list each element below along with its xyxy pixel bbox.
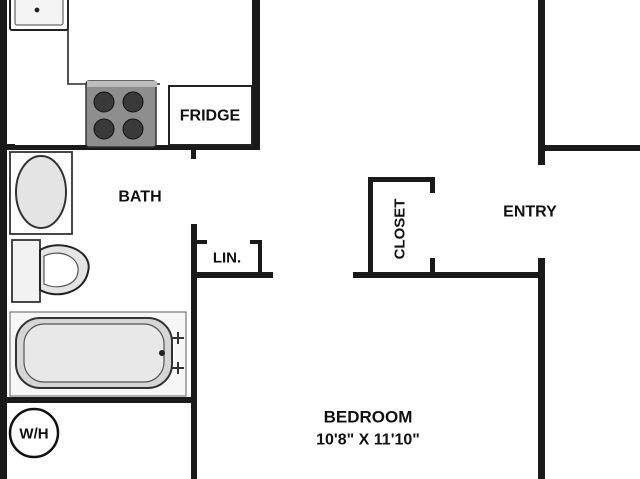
linen-closet <box>195 240 262 275</box>
water-heater: W/H <box>8 407 60 459</box>
bedroom-size-label: 10'8" X 11'10" <box>316 432 420 449</box>
coat-closet <box>368 177 435 275</box>
wall-bedroom-top-left <box>191 272 273 278</box>
wall-kitchen-right <box>252 0 260 147</box>
wall-bedroom-top-right <box>353 272 545 278</box>
linen-label: LIN. <box>213 250 241 267</box>
bath-vanity <box>9 151 73 235</box>
wall-door-stub-kitchen <box>191 145 196 159</box>
kitchen-counter-line <box>67 0 160 85</box>
wall-left-outer <box>0 0 7 479</box>
wall-bedroom-right <box>538 258 545 479</box>
wall-entry-right-upper <box>538 0 545 165</box>
fridge: FRIDGE <box>168 85 253 146</box>
kitchen-sink <box>9 0 69 31</box>
entry-label: ENTRY <box>503 204 557 221</box>
closet-label: CLOSET <box>392 199 409 260</box>
wall-entry-stub <box>538 145 640 151</box>
bathtub <box>9 311 187 397</box>
water-heater-label: W/H <box>19 426 48 443</box>
fridge-label: FRIDGE <box>180 108 241 125</box>
stove <box>85 80 157 148</box>
wall-bath-right-lower <box>191 224 197 479</box>
bedroom-label: BEDROOM <box>324 408 413 427</box>
toilet <box>11 239 90 303</box>
bath-label: BATH <box>118 189 161 206</box>
wall-bath-bottom <box>7 397 197 403</box>
